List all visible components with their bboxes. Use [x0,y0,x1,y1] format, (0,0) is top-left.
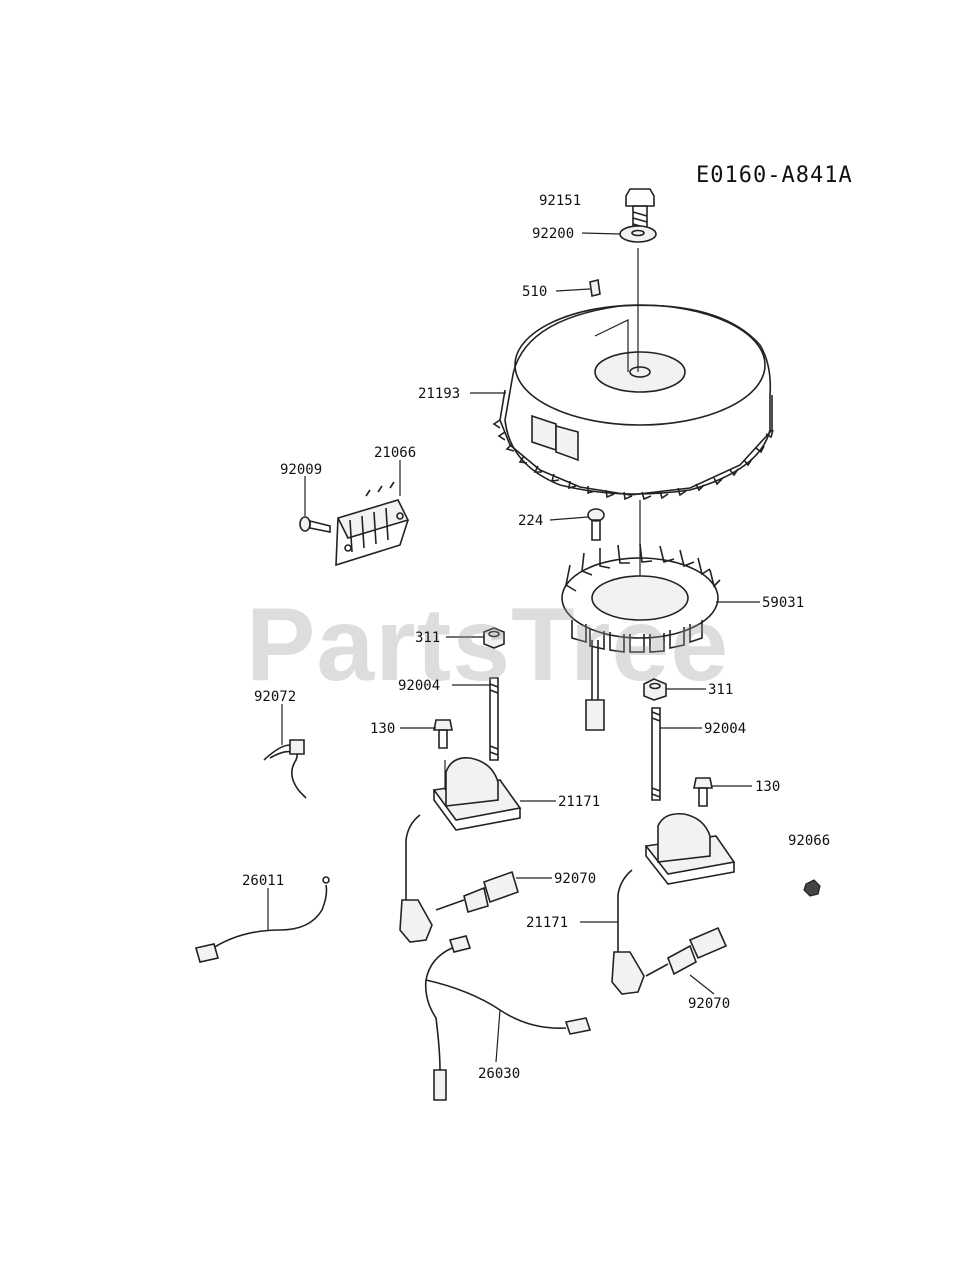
bolt-130-a-drawing [433,719,453,749]
clamp-92072-drawing [263,739,307,799]
part-label-311-b[interactable]: 311 [708,682,734,698]
part-label-21193[interactable]: 21193 [418,386,461,402]
spark-plug-92070-b-drawing [645,926,728,977]
part-label-21171-a[interactable]: 21171 [558,794,601,810]
screw-92009-drawing [299,516,331,533]
screw-224-drawing [587,508,605,541]
leader-lines [267,232,760,1063]
part-label-92072[interactable]: 92072 [254,689,297,705]
part-label-21066[interactable]: 21066 [374,445,417,461]
part-label-92070-b[interactable]: 92070 [688,996,731,1012]
part-label-92151[interactable]: 92151 [539,193,582,209]
key-510-drawing [589,279,601,297]
part-label-311-a[interactable]: 311 [415,630,441,646]
part-label-92066[interactable]: 92066 [788,833,831,849]
part-label-130-b[interactable]: 130 [755,779,781,795]
part-label-21171-b[interactable]: 21171 [526,915,569,931]
lead-wire-26030-drawing [424,935,592,1101]
part-label-92070-a[interactable]: 92070 [554,871,597,887]
stud-92004-b-drawing [651,707,661,801]
nut-311-b-drawing [643,678,667,701]
watermark: PartsTree [246,587,730,703]
ignition-coil-21171-a-drawing [399,756,522,943]
part-label-26030[interactable]: 26030 [478,1066,521,1082]
nut-311-a-drawing [483,627,505,649]
washer-92200-drawing [619,225,657,243]
part-label-130-a[interactable]: 130 [370,721,396,737]
stud-92004-a-drawing [489,677,499,761]
nut-92066-drawing [803,879,821,897]
part-label-59031[interactable]: 59031 [762,595,805,611]
part-label-510[interactable]: 510 [522,284,548,300]
ignition-coil-21171-b-drawing [611,812,736,995]
part-label-92004-a[interactable]: 92004 [398,678,441,694]
part-label-224[interactable]: 224 [518,513,544,529]
lead-wire-26011-drawing [194,876,330,963]
rectifier-21066-drawing [335,481,410,567]
part-label-92200[interactable]: 92200 [532,226,575,242]
spark-plug-92070-a-drawing [435,870,519,914]
part-label-92009[interactable]: 92009 [280,462,323,478]
diagram-id: E0160-A841A [696,163,853,188]
part-label-92004-b[interactable]: 92004 [704,721,747,737]
stator-59031-drawing [561,543,721,731]
flywheel-21193-drawing [492,248,774,590]
part-label-26011[interactable]: 26011 [242,873,285,889]
bolt-130-b-drawing [693,777,713,807]
